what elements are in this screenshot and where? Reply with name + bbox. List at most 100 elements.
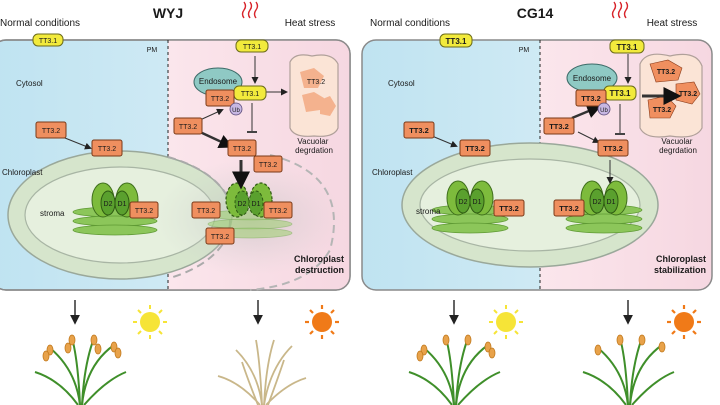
tt32-protein <box>205 227 235 245</box>
endosome-label: Endosome <box>573 74 612 83</box>
tt32-label: TT3.2 <box>197 208 215 215</box>
tt32-protein <box>263 201 293 219</box>
vacuolar-line1: Vacuolar <box>297 137 328 146</box>
heat-stress-label: Heat stress <box>285 18 336 29</box>
vacuole: TT3.2 <box>289 54 339 137</box>
vacuole-tt32-label: TT3.2 <box>679 91 697 98</box>
tt32-label: TT3.2 <box>549 122 569 131</box>
tt32-protein <box>543 117 575 135</box>
ub-label: Ub <box>232 108 240 114</box>
tt32-label: TT3.2 <box>269 208 287 215</box>
vacuolar-label: Vacuolar degrdation <box>295 137 333 155</box>
d2-label: D2 <box>104 201 113 208</box>
tt32-label: TT3.2 <box>603 144 623 153</box>
d1-label: D1 <box>118 201 127 208</box>
tt31-label: TT3.1 <box>617 43 638 52</box>
sun-hot-icon <box>305 305 339 339</box>
panel-title: CG14 <box>517 5 554 21</box>
chloroplast-label: Chloroplast <box>372 168 413 177</box>
tt32-label: TT3.2 <box>259 162 277 169</box>
arrow <box>431 135 458 148</box>
tt31-label: TT3.1 <box>241 91 259 98</box>
tt32-protein <box>597 139 629 157</box>
bottom-row <box>70 300 633 325</box>
stroma-label: stroma <box>40 209 65 218</box>
tt31-protein <box>32 33 64 47</box>
tt31-protein <box>439 33 473 48</box>
tt32-label: TT3.2 <box>233 146 251 153</box>
vacuole-tt32-label: TT3.2 <box>657 69 675 76</box>
tt32-protein <box>493 199 525 217</box>
tt32-label: TT3.2 <box>559 204 579 213</box>
outcome-line2: destruction <box>295 265 344 275</box>
psii-complex: D2 D1 <box>91 182 139 218</box>
normal-conditions-label: Normal conditions <box>0 18 80 29</box>
psii-complex: D2 D1 <box>580 180 628 216</box>
ubiquitin-icon <box>229 102 243 116</box>
tt32-label: TT3.2 <box>211 234 229 241</box>
pm-label: PM <box>519 47 530 54</box>
tt32-label: TT3.2 <box>581 94 601 103</box>
panel-wyj: D2 D1 D2 D1 TT3.2 Vacuolar degrdation En… <box>0 1 351 291</box>
tt32-protein <box>35 121 67 139</box>
rice-plant-healthy-icon <box>408 334 501 405</box>
tt32-protein <box>253 155 283 173</box>
pm-label: PM <box>147 47 158 54</box>
cytosol-label: Cytosol <box>16 79 43 88</box>
tt32-label: TT3.2 <box>98 146 116 153</box>
tt32-label: TT3.2 <box>179 124 197 131</box>
tt32-protein <box>205 89 235 107</box>
psii-complex: D2 D1 <box>446 180 494 216</box>
panel-title: WYJ <box>153 5 183 21</box>
vacuole-tt32-label: TT3.2 <box>653 107 671 114</box>
tt32-group: TT3.2 TT3.2 TT3.2 TT3.2 Ub TT3.2 TT3.2 T… <box>403 89 629 217</box>
chloroplast-label: Chloroplast <box>2 168 43 177</box>
tt32-label: TT3.2 <box>135 208 153 215</box>
rice-plant-healthy-icon <box>582 334 675 405</box>
tt31-label: TT3.1 <box>243 44 261 51</box>
tt32-label: TT3.2 <box>409 126 429 135</box>
ubiquitin-icon <box>597 102 611 116</box>
sun-hot-icon <box>667 305 701 339</box>
sun-icon <box>489 305 523 339</box>
tt32-protein <box>575 89 607 107</box>
outcome-line2: stabilization <box>654 265 706 275</box>
tt31-protein-heat <box>609 39 645 54</box>
endosome-label: Endosome <box>199 77 238 86</box>
outcome-line1: Chloroplast <box>656 254 706 264</box>
tt31-label: TT3.1 <box>39 38 57 45</box>
normal-conditions-label: Normal conditions <box>370 18 450 29</box>
tt32-protein <box>553 199 585 217</box>
stroma-label: stroma <box>416 207 441 216</box>
vacuolar-line2: degrdation <box>659 146 697 155</box>
tt32-protein <box>191 201 221 219</box>
tt32-protein <box>173 117 203 135</box>
sun-icon <box>133 305 167 339</box>
ub-label: Ub <box>600 108 608 114</box>
d1-label: D1 <box>473 199 482 206</box>
arrow-bold <box>199 130 234 148</box>
rice-plant-withered-icon <box>217 339 307 405</box>
heat-stress-label: Heat stress <box>647 18 698 29</box>
tt32-protein <box>129 201 159 219</box>
tt32-protein <box>227 139 257 157</box>
arrow <box>577 131 600 143</box>
vacuole-tt32-label: TT3.2 <box>307 79 325 86</box>
tt32-label: TT3.2 <box>465 144 485 153</box>
tt32-group: TT3.2 TT3.2 TT3.2 TT3.2 Ub TT3.2 TT3.2 T… <box>35 89 293 245</box>
tt32-label: TT3.2 <box>211 96 229 103</box>
arrow-bold <box>571 104 602 120</box>
d2-label: D2 <box>238 201 247 208</box>
vacuolar-line2: degrdation <box>295 146 333 155</box>
arrow <box>199 108 224 121</box>
rice-plant-healthy-icon <box>34 334 127 405</box>
vacuolar-label: Vacuolar degrdation <box>659 137 697 155</box>
cytosol-label: Cytosol <box>388 79 415 88</box>
heat-waves-icon <box>241 1 259 19</box>
tt32-protein <box>459 139 491 157</box>
tt31-protein-heat <box>235 39 269 53</box>
tt32-protein <box>403 121 435 139</box>
tt31-label: TT3.1 <box>610 89 631 98</box>
outcome-line1: Chloroplast <box>294 254 344 264</box>
